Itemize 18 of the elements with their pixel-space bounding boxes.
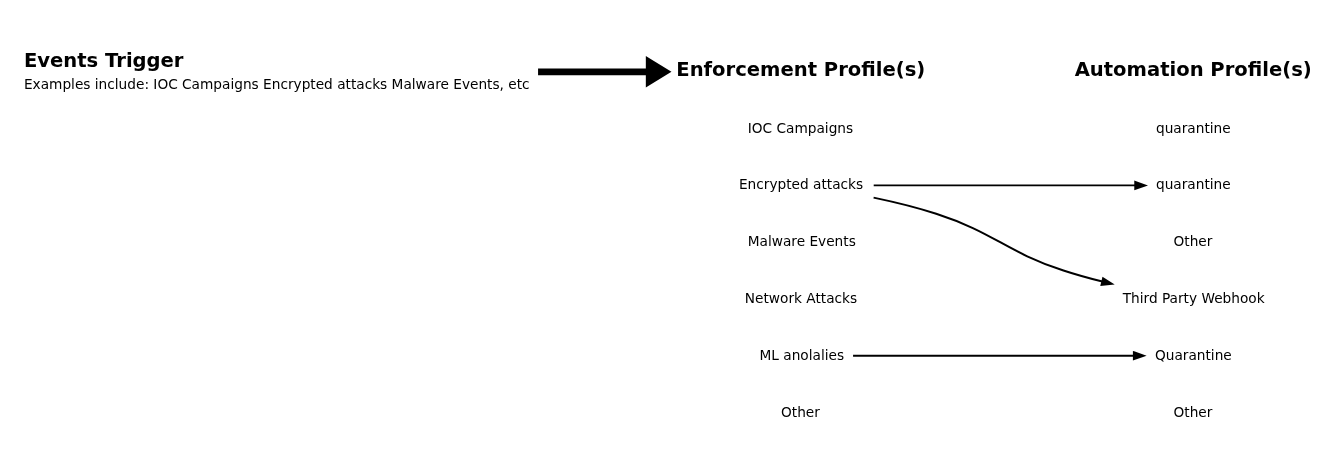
- node-text: quarantine: [1155, 175, 1231, 192]
- node-text: Other: [781, 403, 820, 420]
- arrow: [872, 180, 1148, 190]
- arrow: [852, 350, 1147, 360]
- node-text: Other: [1173, 403, 1213, 420]
- node-text: ML anolalies: [759, 346, 845, 363]
- node-text: IOC Campaigns: [747, 119, 854, 136]
- node-text: Third Party Webhook: [1122, 289, 1265, 306]
- node-text: Events Trigger Examples include: IOC Campaigns Encrypted attacks Malware Events, etc: [23, 48, 530, 92]
- node-text: Malware Events: [747, 232, 856, 249]
- node-text: quarantine: [1155, 119, 1231, 136]
- node-text: Enforcement Profile(s): [676, 57, 926, 81]
- arrow: [872, 196, 1115, 286]
- node-text: Encrypted attacks: [738, 175, 864, 192]
- node-text: Network Attacks: [744, 289, 858, 306]
- node-text: Quarantine: [1154, 346, 1232, 363]
- node-text: Automation Profile(s): [1074, 57, 1312, 81]
- node-text: Other: [1173, 232, 1213, 249]
